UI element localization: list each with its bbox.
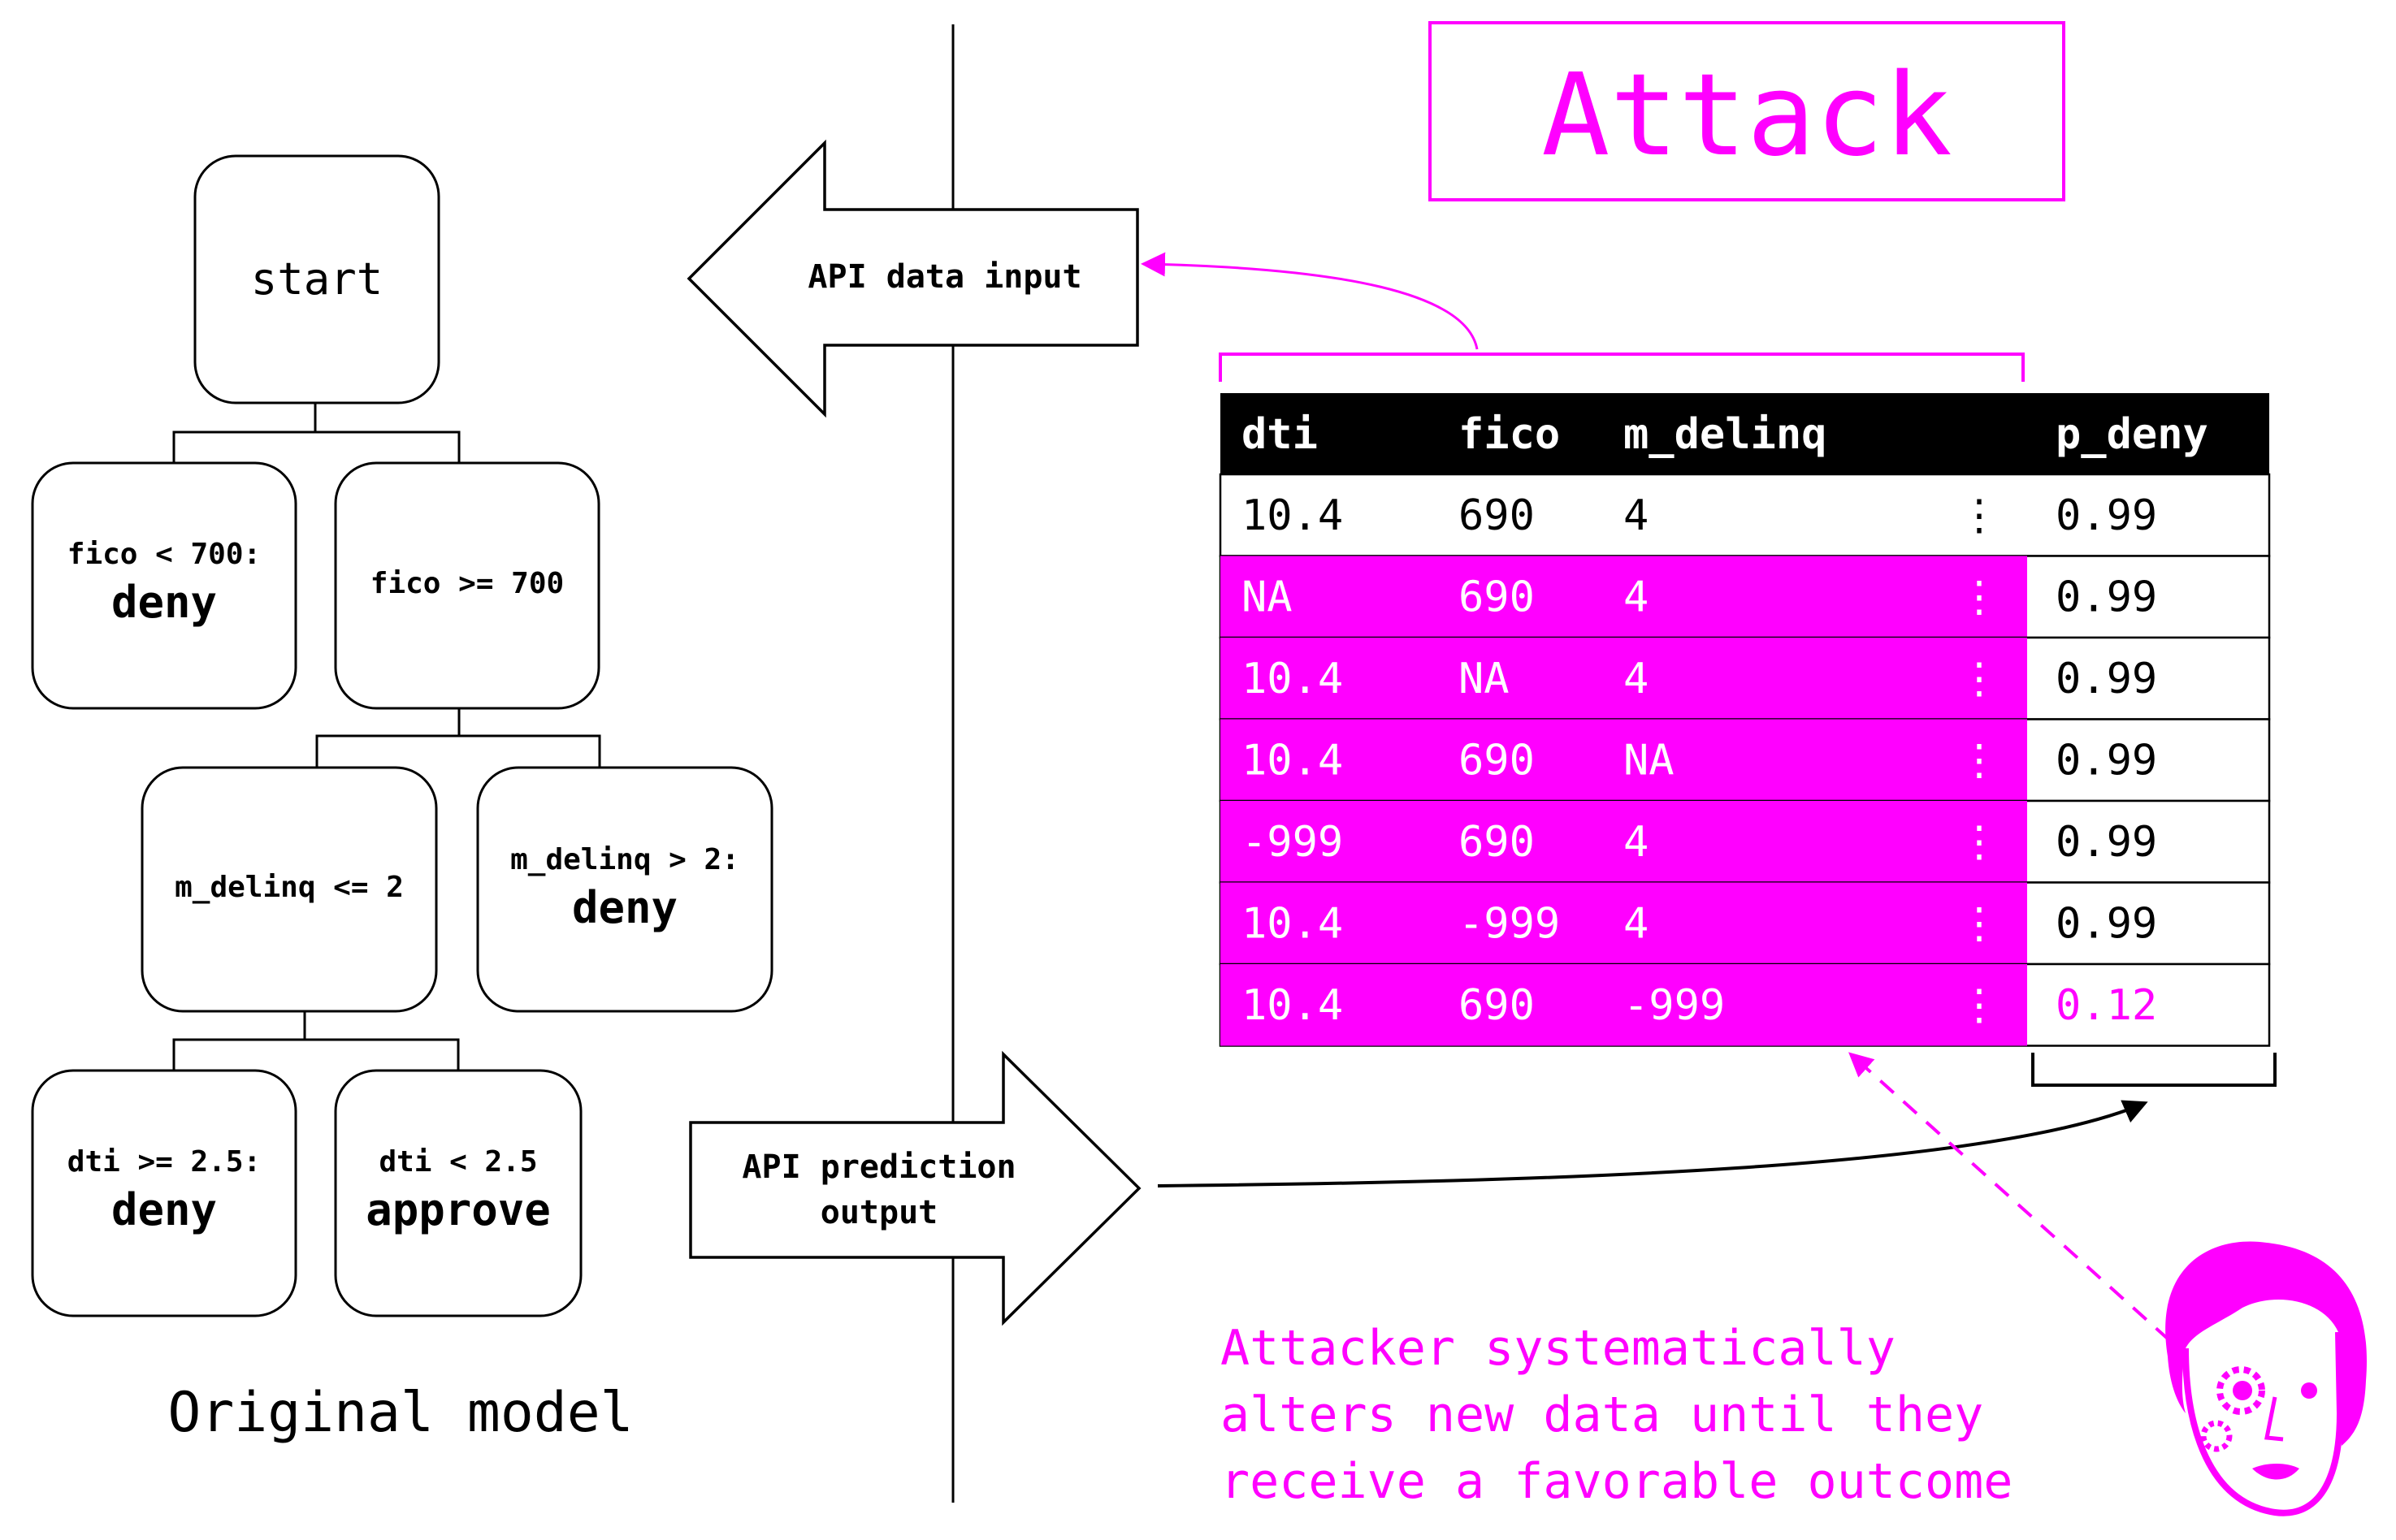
attacker-face-icon [2165,1241,2367,1516]
altered-input-highlight [1220,801,2027,883]
altered-input-highlight [1220,719,2027,801]
attacker-caption-line3: receive a favorable outcome [1220,1453,2013,1510]
tree-connectors [172,403,601,1071]
node-mdelinq-le-2: m_delinq <= 2 [141,766,438,1013]
node-start: start [193,154,440,404]
node-dti-ge-2-5-condition: dti >= 2.5: [67,1145,261,1179]
ellipsis-icon: ⋮ [1958,981,2000,1030]
table-cell: 690 [1458,981,1535,1030]
table-cell: 690 [1458,573,1535,622]
prediction-output-curve [1157,1100,2148,1187]
table-cell: 4 [1623,818,1649,867]
table-cell: 690 [1458,737,1535,785]
table-row: 10.4 690 -999 ⋮ 0.12 [1219,962,2271,1047]
table-cell: 4 [1623,655,1649,703]
output-column-bracket [2031,1053,2277,1087]
table-row: 10.4 -999 4 ⋮ 0.99 [1219,881,2271,966]
node-fico-lt-700-condition: fico < 700: [67,538,261,571]
p-deny-cell: 0.99 [2056,818,2157,867]
table-header-p-deny: p_deny [2056,410,2208,459]
ellipsis-icon: ⋮ [1958,818,2000,867]
table-header-dti: dti [1241,410,1318,459]
table-cell: 690 [1458,491,1535,540]
node-start-label: start [251,253,383,305]
table-cell: 4 [1623,573,1649,622]
api-output-arrow: API prediction output [689,1050,1142,1326]
altered-input-highlight [1220,638,2027,720]
altered-input-highlight [1220,556,2027,638]
ellipsis-icon: ⋮ [1958,655,2000,703]
attack-title-box: Attack [1428,21,2065,201]
node-dti-lt-2-5-outcome: approve [366,1184,551,1235]
node-mdelinq-le-2-condition: m_delinq <= 2 [175,871,404,904]
api-input-arrow: API data input [687,139,1139,418]
ellipsis-icon: ⋮ [1958,491,2000,540]
api-output-label-line1: API prediction [742,1149,1016,1186]
api-output-label-line2: output [821,1194,938,1231]
altered-input-highlight [1220,882,2027,964]
p-deny-cell: 0.99 [2056,655,2157,703]
api-input-label: API data input [808,258,1081,296]
decision-tree: start fico < 700: deny fico >= 700 m_del… [31,154,773,1445]
original-model-caption: Original model [167,1381,633,1445]
table-header-m-delinq: m_delinq [1623,410,1826,459]
altered-input-highlight [1220,964,2027,1046]
table-cell: NA [1623,737,1675,785]
p-deny-favorable: 0.12 [2056,981,2157,1030]
input-columns-bracket [1141,252,2025,382]
node-mdelinq-gt-2-outcome: deny [572,882,678,933]
node-dti-ge-2-5-outcome: deny [111,1184,217,1235]
p-deny-cell: 0.99 [2056,573,2157,622]
ellipsis-icon: ⋮ [1958,900,2000,949]
table-cell: 10.4 [1241,655,1343,703]
node-mdelinq-gt-2: m_delinq > 2: deny [476,766,773,1013]
table-header [1220,393,2269,474]
node-fico-ge-700-condition: fico >= 700 [370,567,564,600]
table-cell: -999 [1241,818,1343,867]
table-cell: -999 [1623,981,1725,1030]
table-row: 10.4 690 4 ⋮ 0.99 [1219,473,2271,557]
node-mdelinq-gt-2-condition: m_delinq > 2: [510,843,739,876]
table-cell: 690 [1458,818,1535,867]
attacker-caption: Attacker systematically alters new data … [1220,1320,2013,1510]
bracket-to-input-curve [1141,252,1479,350]
attacker-caption-line2: alters new data until they [1220,1386,1983,1443]
ellipsis-icon: ⋮ [1958,573,2000,622]
node-dti-ge-2-5: dti >= 2.5: deny [31,1069,297,1317]
table-header-fico: fico [1458,410,1560,459]
table-cell: 4 [1623,491,1649,540]
table-cell: 10.4 [1241,491,1343,540]
table-cell: 4 [1623,900,1649,949]
attacker-caption-line1: Attacker systematically [1220,1320,1896,1377]
table-row: 10.4 NA 4 ⋮ 0.99 [1219,636,2271,720]
table-cell: 10.4 [1241,900,1343,949]
node-dti-lt-2-5-condition: dti < 2.5 [379,1145,537,1179]
table-row: 10.4 690 NA ⋮ 0.99 [1219,718,2271,802]
table-cell: 10.4 [1241,737,1343,785]
table-cell: 10.4 [1241,981,1343,1030]
table-cell: NA [1458,655,1510,703]
table-cell: NA [1241,573,1293,622]
node-fico-ge-700: fico >= 700 [334,461,600,710]
node-fico-lt-700: fico < 700: deny [31,461,297,710]
table-row-bg [1219,473,2271,557]
p-deny-cell: 0.99 [2056,737,2157,785]
table-row: NA 690 4 ⋮ 0.99 [1219,555,2271,639]
table-cell: -999 [1458,900,1560,949]
node-dti-lt-2-5: dti < 2.5 approve [334,1069,583,1317]
ellipsis-icon: ⋮ [1958,737,2000,785]
attacker-dashed-arrow [1848,1052,2171,1342]
node-fico-lt-700-outcome: deny [111,577,217,628]
attack-title: Attack [1541,50,1952,182]
p-deny-cell: 0.99 [2056,900,2157,949]
table-row: -999 690 4 ⋮ 0.99 [1219,799,2271,884]
p-deny-cell: 0.99 [2056,491,2157,540]
